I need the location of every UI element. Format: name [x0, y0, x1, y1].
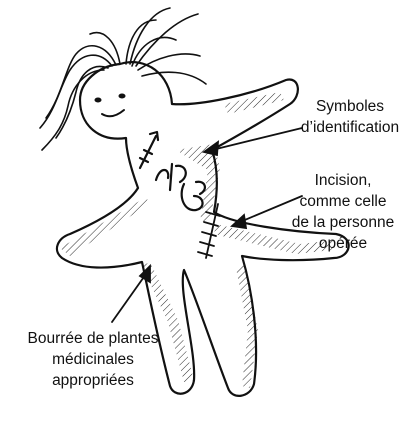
identification-symbols — [140, 132, 205, 210]
label-line: opérée — [282, 233, 404, 254]
label-line: d’identification — [300, 117, 400, 138]
arrow-symbol — [140, 132, 158, 168]
label-stuffed-herbs: Bourrée de plantes médicinales approprié… — [4, 328, 182, 391]
label-line: médicinales — [4, 349, 182, 370]
label-line: comme celle — [282, 191, 404, 212]
label-line: Symboles — [300, 96, 400, 117]
label-line: Incision, — [282, 170, 404, 191]
label-line: de la personne — [282, 212, 404, 233]
mouth — [102, 110, 124, 116]
label-identification-symbols: Symboles d’identification — [300, 96, 400, 138]
glyph-symbol-1 — [156, 164, 186, 190]
arrow-stuffed — [112, 266, 150, 322]
left-eye — [95, 98, 102, 103]
arrow-symbols — [204, 128, 302, 155]
face — [95, 94, 126, 117]
glyph-symbol-2 — [182, 182, 205, 210]
label-line: Bourrée de plantes — [4, 328, 182, 349]
label-incision: Incision, comme celle de la personne opé… — [282, 170, 404, 254]
label-line: appropriées — [4, 370, 182, 391]
right-eye — [119, 94, 126, 99]
hair — [40, 8, 206, 150]
